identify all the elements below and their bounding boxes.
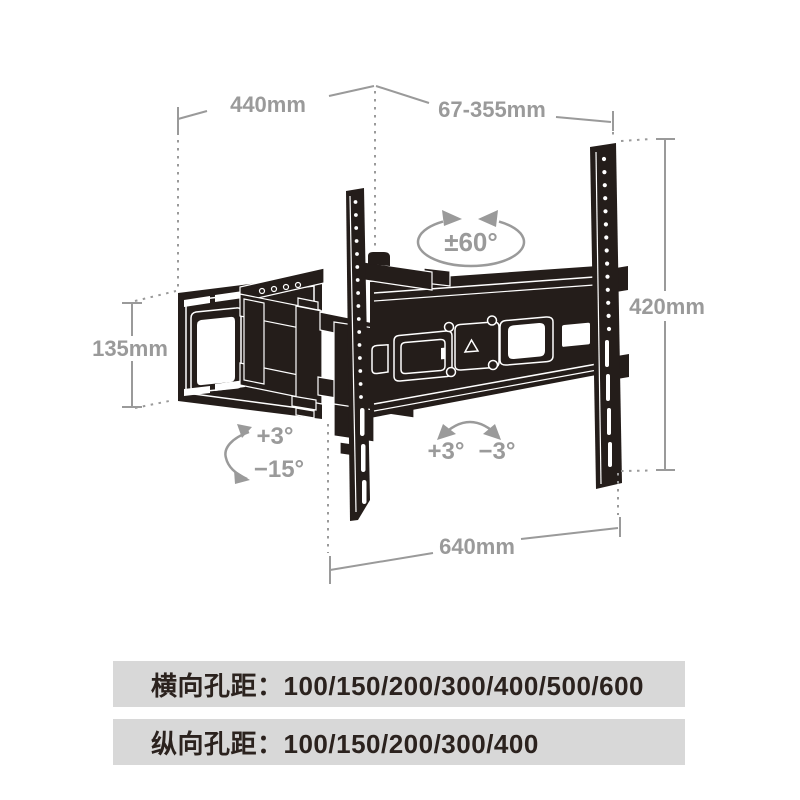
dim-67-355mm-label: 67-355mm [438,97,546,122]
mount-slot [184,386,210,396]
spec-row-horizontal-hole-pitch: 横向孔距：100/150/200/300/400/500/600 [113,661,685,707]
rail-hole [603,209,608,214]
rail-hole [604,235,609,240]
tv-mount-illustration [178,143,629,521]
screw [445,366,457,378]
rail-hole [357,330,362,334]
rail-hole [355,265,360,269]
level-right-label: −3° [479,438,516,465]
rail-hole [358,369,363,373]
screw [443,321,455,333]
rail-hole [603,222,609,227]
dimension-420mm [620,138,675,472]
level-left-label: +3° [428,438,465,465]
rail-slot [608,442,612,467]
rail-hole [605,287,610,292]
rail-hole [355,252,359,256]
left-vesa-rail [346,188,370,521]
rail-hole [354,239,359,243]
dimension-annotations [122,85,675,584]
dim-640mm-label: 640mm [439,534,515,559]
crossbar-cutout [562,322,590,347]
screw [487,359,499,371]
rail-hole [606,313,611,318]
rail-hole [603,196,608,201]
rail-slot [607,408,611,435]
dimension-440mm [177,85,375,290]
tilt-down-label: −15° [254,456,304,483]
rail-slot [606,374,610,401]
rail-hole [604,248,609,253]
dimension-135mm [122,290,177,409]
dimension-labels: 440mm 67-355mm 420mm 135mm 640mm ±60° +3… [92,92,705,559]
rail-hole [606,300,611,305]
main-crossbar [363,252,612,418]
rail-hole [602,170,607,175]
mount-slot [215,380,245,391]
spec-row-vertical-text: 纵向孔距：100/150/200/300/400 [151,728,539,759]
dim-420mm-label: 420mm [629,294,705,319]
dimension-67-355mm [374,85,614,249]
crossbar-cutout [508,322,545,360]
rail-hole [602,183,607,188]
rail-hole [356,317,361,321]
rail-hole [358,356,362,360]
rail-hole [353,200,358,204]
spec-row-horizontal-text: 横向孔距：100/150/200/300/400/500/600 [151,670,645,701]
right-rail-holes [601,156,612,332]
rail-hole [601,156,607,162]
dimension-640mm [327,424,621,584]
rail-hole [355,278,360,282]
rail-slot [360,408,365,436]
rail-slot [605,340,609,367]
rail-hole [357,343,362,347]
mount-slot [184,296,210,307]
right-vesa-rail [590,143,629,489]
brand-triangle-icon [463,338,480,353]
spec-row-vertical-hole-pitch: 纵向孔距：100/150/200/300/400 [113,719,685,765]
dim-440mm-label: 440mm [230,92,306,117]
left-rail-holes [353,200,363,399]
rail-hole [606,326,612,332]
rail-slot [361,444,366,472]
rail-hole [605,261,610,266]
level-arrow-icon [437,420,501,440]
rail-hole [356,291,360,295]
rail-hole [358,382,363,386]
tilt-arrow-icon [224,424,252,484]
swivel-angle-label: ±60° [444,227,498,257]
dim-135mm-label: 135mm [92,336,168,361]
swivel-arrow-icon [416,210,526,268]
screw [486,315,498,326]
rail-slot [362,480,367,504]
tilt-up-label: +3° [257,423,294,450]
vesa-hole [197,316,235,386]
rail-hole [354,213,358,217]
rail-hole [605,274,610,279]
mount-slot [215,291,243,302]
rail-hole [354,226,359,230]
rail-hole [359,395,363,399]
rail-hole [356,304,361,308]
